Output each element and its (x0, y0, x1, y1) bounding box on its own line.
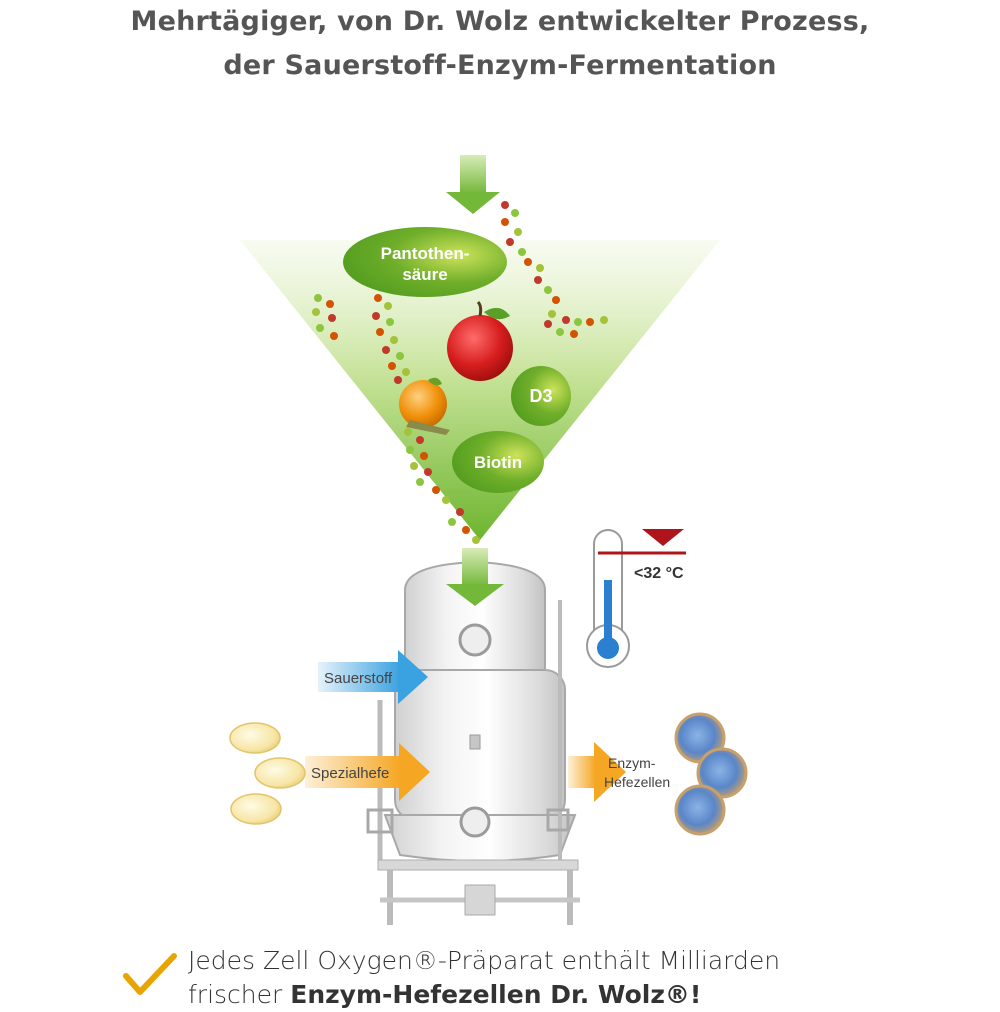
nutrient-dot (472, 536, 480, 544)
nutrient-dot (570, 330, 578, 338)
footer-line-2-bold: Enzym-Hefezellen Dr. Wolz®! (290, 980, 702, 1009)
nutrient-dot (406, 446, 414, 454)
nutrient-dot (388, 362, 396, 370)
green-funnel (240, 240, 720, 540)
nutrient-dot (326, 300, 334, 308)
pantothensaeure-label-1: Pantothen- (381, 244, 470, 263)
nutrient-dot (382, 346, 390, 354)
nutrient-dot (376, 328, 384, 336)
nutrient-dot (574, 318, 582, 326)
nutrient-dot (404, 428, 412, 436)
nutrient-dot (394, 376, 402, 384)
nutrient-dot (316, 324, 324, 332)
nutrient-dot (390, 336, 398, 344)
temperature-label: <32 °C (634, 565, 684, 582)
nutrient-dot (552, 296, 560, 304)
checkmark-icon (123, 953, 177, 995)
nutrient-dot (456, 508, 464, 516)
nutrient-dot (396, 352, 404, 360)
nutrient-dot (442, 496, 450, 504)
nutrient-dot (314, 294, 322, 302)
title-line-1: Mehrtägiger, von Dr. Wolz entwickelter P… (130, 6, 870, 37)
footer-line-2: frischer Enzym-Hefezellen Dr. Wolz®! (188, 978, 988, 1012)
nutrient-dot (600, 316, 608, 324)
nutrient-dot (384, 302, 392, 310)
nutrient-dot (586, 318, 594, 326)
output-label-1: Enzym- (608, 755, 656, 771)
fermenter-tank (366, 560, 580, 925)
nutrient-dot (534, 276, 542, 284)
nutrient-dot (374, 294, 382, 302)
nutrient-dot (514, 228, 522, 236)
nutrient-dot (448, 518, 456, 526)
nutrient-dot (402, 368, 410, 376)
nutrient-dot (562, 316, 570, 324)
pantothensaeure-pill: Pantothen- säure (343, 227, 507, 297)
nutrient-dot (410, 462, 418, 470)
sauerstoff-label: Sauerstoff (324, 670, 393, 687)
page-title: Mehrtägiger, von Dr. Wolz entwickelter P… (0, 0, 1000, 88)
nutrient-dot (386, 318, 394, 326)
title-line-2: der Sauerstoff-Enzym-Fermentation (223, 50, 777, 81)
biotin-pill: Biotin (452, 431, 544, 493)
nutrient-dot (548, 310, 556, 318)
nutrient-dot (536, 264, 544, 272)
nutrient-dot (518, 248, 526, 256)
nutrient-dot (312, 308, 320, 316)
nutrient-dot (416, 478, 424, 486)
nutrient-dot (501, 218, 509, 226)
temperature-marker-icon (642, 529, 684, 546)
funnel-output-arrow (446, 548, 504, 606)
nutrient-dot (544, 286, 552, 294)
d3-pill: D3 (511, 366, 571, 426)
nutrient-dot (372, 312, 380, 320)
nutrient-dot (432, 486, 440, 494)
footer-line-2-prefix: frischer (188, 980, 291, 1009)
footer-line-1: Jedes Zell Oxygen®-Präparat enthält Mill… (188, 946, 781, 975)
nutrient-dots (312, 201, 608, 544)
fermentation-diagram: Pantothen- säure D3 Biotin (229, 155, 748, 925)
sauerstoff-input: Sauerstoff (318, 650, 428, 704)
nutrient-dot (556, 328, 564, 336)
footer-text: Jedes Zell Oxygen®-Präparat enthält Mill… (188, 944, 988, 1012)
thermometer-icon: <32 °C (586, 529, 686, 668)
thermometer-fluid (604, 580, 612, 646)
yeast-discs (229, 722, 306, 825)
output-arrow: Enzym- Hefezellen (568, 742, 670, 802)
nutrient-dot (524, 258, 532, 266)
output-label-2: Hefezellen (604, 774, 670, 790)
nutrient-dot (328, 314, 336, 322)
d3-label: D3 (529, 386, 552, 406)
nutrient-dot (424, 468, 432, 476)
nutrient-dot (506, 238, 514, 246)
top-input-arrow (446, 155, 500, 214)
nutrient-dot (416, 436, 424, 444)
nutrient-dot (511, 209, 519, 217)
nutrient-dot (544, 320, 552, 328)
nutrient-dot (462, 526, 470, 534)
spezialhefe-label: Spezialhefe (311, 765, 389, 782)
nutrient-dot (420, 452, 428, 460)
orange-image (399, 377, 450, 435)
nutrient-dot (330, 332, 338, 340)
enzyme-yeast-cells (674, 712, 748, 836)
biotin-label: Biotin (474, 453, 522, 472)
spezialhefe-input: Spezialhefe (305, 743, 430, 801)
apple-image (447, 300, 513, 381)
nutrient-dot (501, 201, 509, 209)
pantothensaeure-label-2: säure (402, 265, 447, 284)
